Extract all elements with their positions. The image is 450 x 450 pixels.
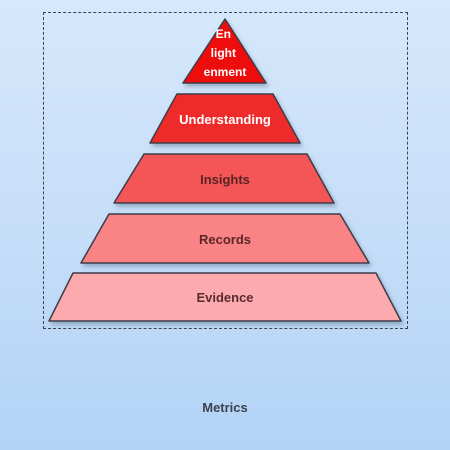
footer-caption: Metrics: [202, 400, 248, 415]
tier-apex-label: En light enment: [204, 27, 247, 79]
tier-records[interactable]: Records: [80, 213, 370, 264]
tier-apex-label-line-2: light: [211, 46, 236, 60]
tier-apex-label-line-1: En: [216, 27, 231, 41]
tier-apex-label-line-3: enment: [204, 65, 247, 79]
tier-insights-label: Insights: [200, 172, 250, 187]
tier-insights[interactable]: Insights: [113, 153, 335, 204]
tier-insights-shape: [113, 153, 335, 204]
tier-understanding-label: Understanding: [179, 112, 271, 127]
tier-apex[interactable]: En light enment: [182, 18, 267, 84]
tier-records-shape: [80, 213, 370, 264]
tier-understanding-shape: [149, 93, 301, 144]
selection-frame[interactable]: [43, 12, 408, 329]
tier-evidence-shape: [48, 272, 402, 322]
tier-apex-shape: [182, 18, 267, 84]
tier-records-label: Records: [199, 232, 251, 247]
tier-evidence[interactable]: Evidence: [48, 272, 402, 322]
tier-evidence-label: Evidence: [196, 290, 253, 305]
tier-understanding[interactable]: Understanding: [149, 93, 301, 144]
